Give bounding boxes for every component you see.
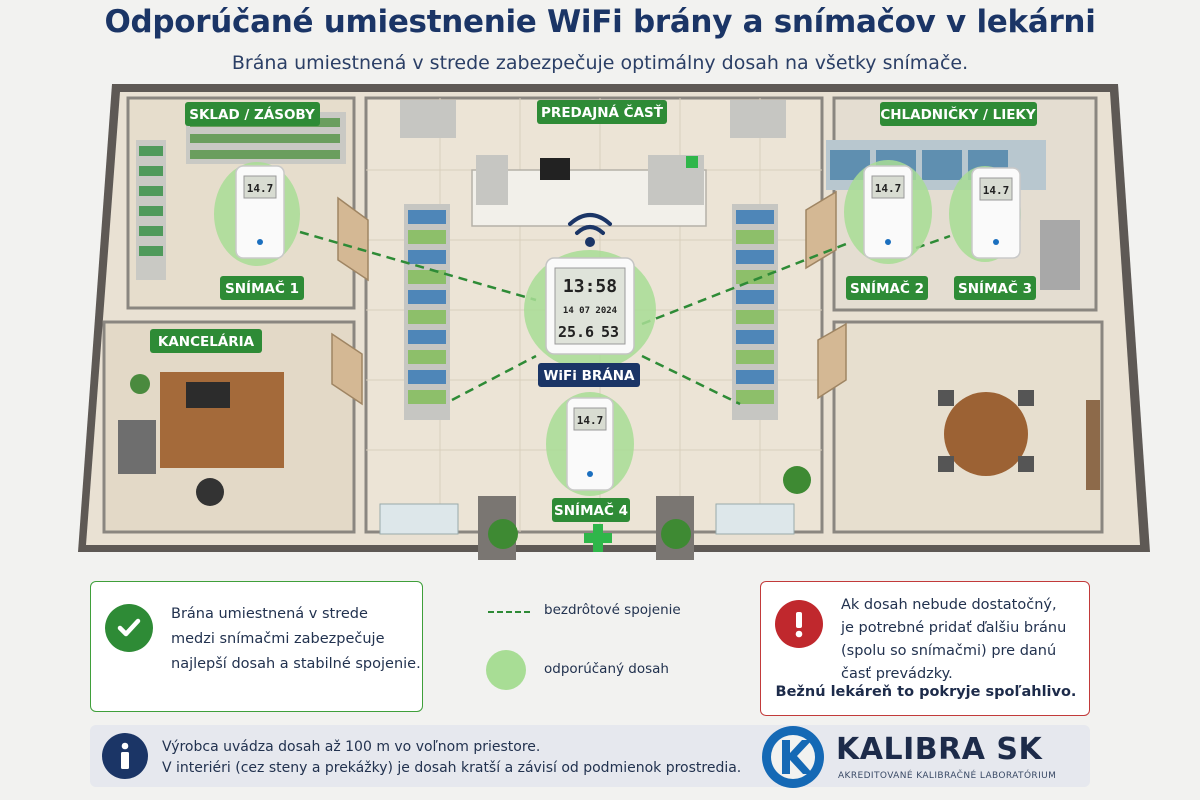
label-sensor-4: SNÍMAČ 4 [552,498,630,522]
dashed-line-icon [488,611,530,613]
info-text: Výrobca uvádza dosah až 100 m vo voľnom … [162,739,742,776]
label-sensor-2: SNÍMAČ 2 [846,276,928,300]
sensor-3-reading: 14.7 [983,184,1010,197]
svg-text:SNÍMAČ 1: SNÍMAČ 1 [225,279,299,297]
gateway-temperature: 25.6 [558,323,594,341]
sensor-2: 14.7 [863,165,913,259]
company-logo: KALIBRA SK AKREDITOVANÉ KALIBRAČNÉ LABOR… [758,724,1098,790]
wireless-links [299,230,951,406]
office-desk [118,372,284,506]
warning-text: Ak dosah nebude dostatočný, je potrebné … [841,597,1067,682]
floor-plan: 14.7 14.7 14.7 14.7 13:58 14 07 2024 25.… [78,84,1150,560]
logo-name: KALIBRA SK [836,732,1043,767]
svg-text:CHLADNIČKY / LIEKY: CHLADNIČKY / LIEKY [880,105,1036,123]
checkmark-icon [105,604,153,652]
legend: bezdrôtové spojenie odporúčaný dosah [486,598,716,702]
svg-text:SNÍMAČ 3: SNÍMAČ 3 [958,279,1032,297]
svg-text:SKLAD / ZÁSOBY: SKLAD / ZÁSOBY [189,106,315,123]
label-fridges: CHLADNIČKY / LIEKY [880,102,1037,126]
info-icon [102,733,148,779]
sensor-4: 14.7 [566,397,614,491]
svg-text:SNÍMAČ 4: SNÍMAČ 4 [554,501,628,519]
doors [331,190,847,406]
warning-conclusion: Bežnú lekáreň to pokryje spoľahlivo. [775,684,1077,700]
label-gateway: WiFi BRÁNA [538,363,640,387]
page-subtitle: Brána umiestnená v strede zabezpečuje op… [231,52,969,74]
gateway-time: 13:58 [563,276,617,297]
kalibra-logo-icon [762,726,824,788]
sensor-1: 14.7 [235,165,285,259]
logo-tagline: AKREDITOVANÉ KALIBRAČNÉ LABORATÓRIUM [838,771,1057,781]
svg-text:PREDAJNÁ ČASŤ: PREDAJNÁ ČASŤ [541,103,664,121]
wifi-icon [568,213,612,247]
recommendation-panel: Brána umiestnená v strede medzi snímačmi… [90,581,423,712]
svg-text:KANCELÁRIA: KANCELÁRIA [158,333,255,350]
break-table [938,390,1100,490]
sensor-3: 14.7 [971,167,1021,259]
exclamation-icon [775,600,823,648]
sensor-4-reading: 14.7 [577,414,604,427]
gateway-humidity: 53 [601,323,619,341]
legend-item-link: bezdrôtové spojenie [486,598,716,650]
entrance [379,466,811,560]
warning-panel: Ak dosah nebude dostatočný, je potrebné … [760,581,1090,716]
page-title: Odporúčané umiestnenie WiFi brány a sním… [104,4,1096,40]
label-sensor-3: SNÍMAČ 3 [954,276,1036,300]
label-sensor-1: SNÍMAČ 1 [220,276,304,300]
sales-shelves [400,100,786,420]
wifi-gateway: 13:58 14 07 2024 25.6 53 [545,257,635,355]
sensor-2-reading: 14.7 [875,182,902,195]
recommendation-text: Brána umiestnená v strede medzi snímačmi… [171,606,421,672]
range-circle-icon [486,650,526,690]
pharmacy-cross-icon [584,524,612,552]
label-sales: PREDAJNÁ ČASŤ [537,100,667,124]
label-storage: SKLAD / ZÁSOBY [185,102,320,126]
sensor-1-reading: 14.7 [247,182,274,195]
svg-text:WiFi BRÁNA: WiFi BRÁNA [544,367,635,384]
svg-text:SNÍMAČ 2: SNÍMAČ 2 [850,279,924,297]
gateway-date: 14 07 2024 [563,306,618,316]
room-break [832,320,1104,534]
label-office: KANCELÁRIA [150,329,262,353]
info-bar: Výrobca uvádza dosah až 100 m vo voľnom … [90,725,1090,787]
legend-item-range: odporúčaný dosah [486,650,716,702]
